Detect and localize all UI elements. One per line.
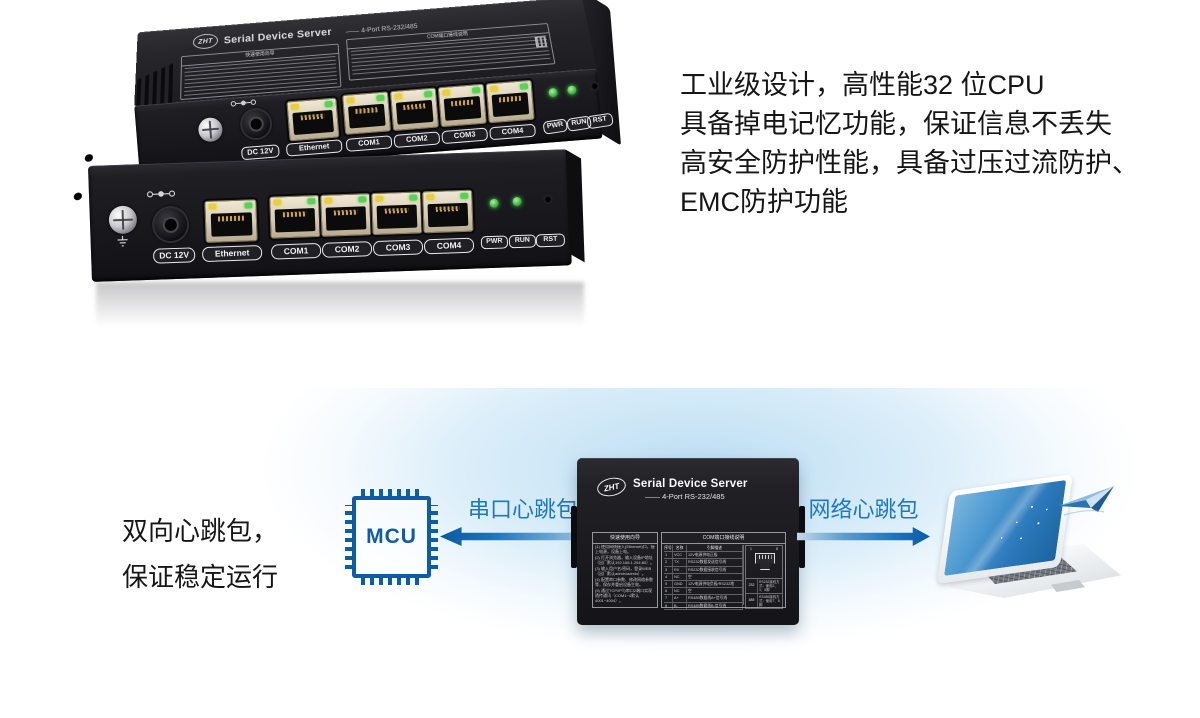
com1-label: COM1 <box>270 242 322 260</box>
com4-label: COM4 <box>423 237 475 255</box>
rj45-pinout-diagram: 1 8 <box>745 545 783 579</box>
device-reflection: DC 12V Ethernet COM1 COM2 COM3 COM4 PWR … <box>83 154 568 403</box>
serial-heartbeat-label: 串口心跳包 <box>467 497 578 522</box>
ethernet-port <box>286 97 340 142</box>
paper-plane-icon <box>1058 486 1114 516</box>
pwr-led <box>489 198 499 209</box>
back-device: ZHT Serial Device Server —— 4-Port RS-23… <box>128 0 622 251</box>
pwr-led <box>548 87 558 98</box>
heartbeat-caption: 双向心跳包， 保证稳定运行 <box>122 508 278 600</box>
qr-code <box>534 36 548 48</box>
device-top-view: ZHT Serial Device Server —— 4-Port RS-23… <box>571 458 805 625</box>
rs485-note: 485 RS485接线方式：使用7、8脚 <box>745 594 783 609</box>
reset-button <box>590 82 599 91</box>
laptop <box>933 474 1128 602</box>
com2-port <box>320 193 372 237</box>
com-table-header: 序号 名称 引脚描述 <box>664 545 743 553</box>
run-led <box>512 196 522 207</box>
polarity-icon <box>146 190 176 198</box>
ground-screw <box>197 116 224 143</box>
device-brand-row: ZHT Serial Device Server —— 4-Port RS-23… <box>595 475 748 501</box>
dc-power-label: DC 12V <box>240 144 280 161</box>
feature-line: EMC防护功能 <box>680 187 848 217</box>
rs232-note: 232 RS232接线方式：使用2、3、5脚 <box>745 579 783 594</box>
guide-item: (2) 打开浏览器，输入设备IP地址（出厂默认192.168.1.254:80）… <box>595 555 655 565</box>
quick-guide-items: (1) 使用网线接入(Ethernet)口，接上电源，设备上电。(2) 打开浏览… <box>595 545 655 605</box>
feature-line: 高安全防护性能，具备过压过流防护、 <box>680 148 1139 178</box>
com3-port <box>371 191 423 236</box>
ethernet-label: Ethernet <box>285 139 343 157</box>
device-title: Serial Device Server <box>223 26 333 47</box>
run-label: RUN <box>508 234 537 249</box>
com1-port <box>269 194 321 239</box>
ethernet-label: Ethernet <box>201 244 263 263</box>
brand-logo: ZHT <box>595 475 628 499</box>
com2-label: COM2 <box>321 241 373 258</box>
feature-line: 具备掉电记忆功能，保证信息不丢失 <box>680 109 1112 139</box>
ethernet-port <box>204 199 258 243</box>
mcu-label: MCU <box>366 525 417 548</box>
feature-line: 工业级设计，高性能32 位CPU <box>680 70 1045 100</box>
com4-port <box>485 79 535 124</box>
com2-port <box>389 87 439 132</box>
com4-label: COM4 <box>489 123 537 141</box>
guide-item: (1) 使用网线接入(Ethernet)口，接上电源，设备上电。 <box>595 545 655 554</box>
front-device: DC 12V Ethernet COM1 COM2 COM3 COM4 PWR … <box>88 149 572 282</box>
ground-screw <box>108 205 138 235</box>
guide-item: (3) 输入用户名/密码，登录WEB（出厂默认admin/admin）。 <box>595 566 652 576</box>
com4-port <box>422 189 474 234</box>
quick-guide-box: 快速使用向导 (1) 使用网线接入(Ethernet)口，接上电源，设备上电。(… <box>592 532 658 608</box>
caption-line-1: 双向心跳包， <box>122 516 279 546</box>
mcu-chip-icon: MCU <box>345 489 438 585</box>
dc-power-jack <box>238 106 274 142</box>
device-subtitle: —— 4-Port RS-232/485 <box>645 492 725 501</box>
feature-text: 工业级设计，高性能32 位CPU 具备掉电记忆功能，保证信息不丢失 高安全防护性… <box>680 66 1190 222</box>
rj45-outline <box>755 553 775 570</box>
com1-port <box>342 91 392 135</box>
com3-label: COM3 <box>372 239 424 257</box>
com1-label: COM1 <box>345 135 393 152</box>
pwr-label: PWR <box>480 235 509 250</box>
polarity-icon <box>230 99 257 107</box>
com3-port <box>437 83 487 128</box>
reset-button <box>544 195 552 204</box>
ground-icon <box>117 235 128 247</box>
quick-guide-title: 快速使用向导 <box>593 533 657 544</box>
dc-power-label: DC 12V <box>152 247 196 264</box>
front-device-panel: DC 12V Ethernet COM1 COM2 COM3 COM4 PWR … <box>88 149 572 282</box>
side-tab <box>571 506 577 568</box>
back-device-front-panel: DC 12V Ethernet COM1 COM2 COM3 COM4 PWR … <box>134 68 614 251</box>
device-title: Serial Device Server <box>633 478 748 490</box>
network-heartbeat-label: 网络心跳包 <box>808 497 919 522</box>
pwr-label: PWR <box>542 118 569 135</box>
com3-label: COM3 <box>441 127 489 145</box>
brand-logo: ZHT <box>192 33 219 50</box>
caption-line-2: 保证稳定运行 <box>122 562 279 592</box>
product-photo: ZHT Serial Device Server —— 4-Port RS-23… <box>0 0 660 360</box>
dc-power-jack <box>151 205 190 244</box>
com2-label: COM2 <box>393 131 441 149</box>
guide-item: (5) 通过TCP/IP与串口2端口实现透传通讯（COM1~4默认4001~40… <box>595 588 653 603</box>
laptop-screen <box>937 474 1073 584</box>
reset-label: RST <box>535 233 566 248</box>
com-table-title: COM端口接线说明 <box>662 533 785 544</box>
reflection-smudge <box>96 282 584 326</box>
guide-item: (4) 配置串口参数、修改网络参数等，保存并重启设备生效。 <box>595 577 653 588</box>
run-led <box>567 85 577 95</box>
